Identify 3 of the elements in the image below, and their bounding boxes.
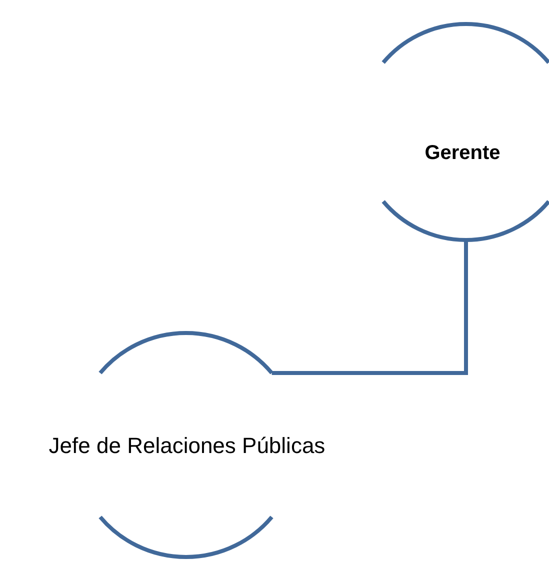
node-label: Gerente (424, 141, 500, 166)
connector-line (272, 240, 468, 375)
node-label: Jefe de Relaciones Públicas (48, 432, 326, 460)
